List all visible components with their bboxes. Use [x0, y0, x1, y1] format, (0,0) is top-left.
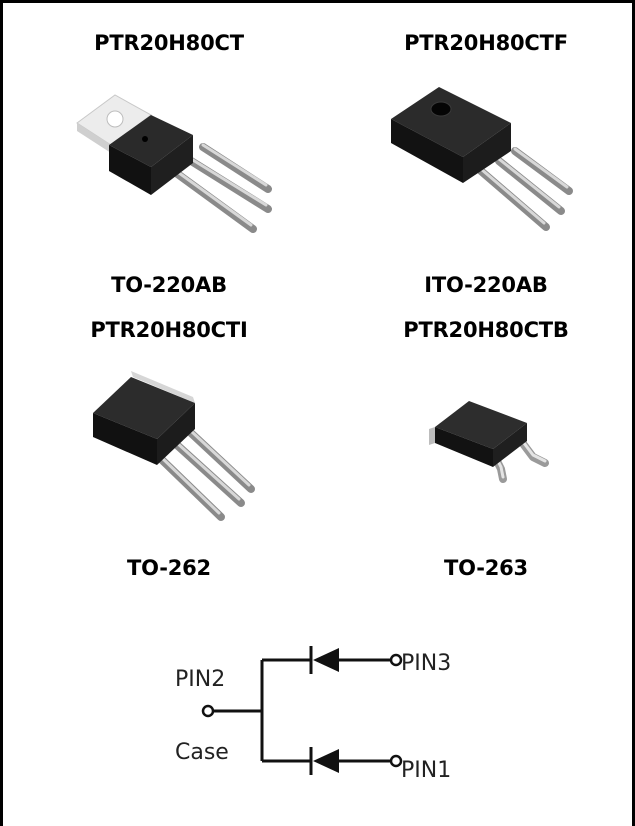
package-label-to220ab: TO-220AB [111, 273, 227, 297]
diode-lower-icon [313, 749, 339, 773]
pin1-label: PIN1 [401, 758, 451, 783]
to262-package-icon [93, 371, 255, 521]
dual-diode-schematic: PIN2 Case PIN3 PIN1 [175, 646, 451, 783]
pin2-terminal-icon [201, 704, 215, 718]
pin3-label: PIN3 [401, 651, 451, 676]
part-label-ptr20h80cti: PTR20H80CTI [90, 318, 248, 342]
package-label-to263: TO-263 [444, 556, 528, 580]
pin1-terminal-icon [389, 754, 403, 768]
pin2-label: PIN2 [175, 667, 225, 692]
part-label-ptr20h80ctb: PTR20H80CTB [403, 318, 569, 342]
schematic-wires [213, 646, 391, 775]
to263-package-icon [429, 401, 549, 483]
to220-package-icon [76, 94, 272, 233]
case-label: Case [175, 740, 229, 765]
package-label-to262: TO-262 [127, 556, 211, 580]
part-label-ptr20h80ctf: PTR20H80CTF [404, 31, 568, 55]
package-label-ito220ab: ITO-220AB [424, 273, 548, 297]
diode-upper-icon [313, 648, 339, 672]
pin3-terminal-icon [389, 653, 403, 667]
ito220-package-icon [391, 87, 573, 231]
part-label-ptr20h80ct: PTR20H80CT [94, 31, 244, 55]
